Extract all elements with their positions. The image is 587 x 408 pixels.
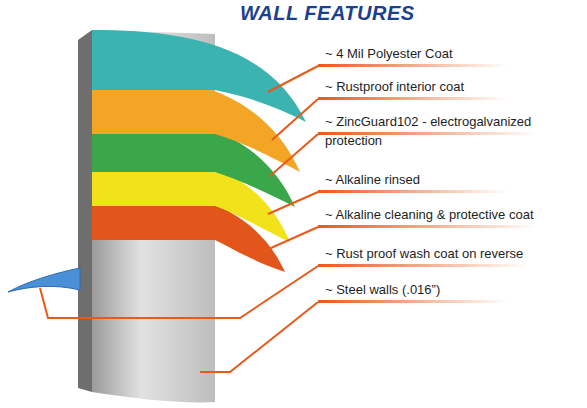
label-underline [318, 264, 528, 267]
title: WALL FEATURES [240, 2, 415, 25]
leader-line [200, 302, 318, 372]
label-underline [318, 190, 508, 193]
layer-label: ~ Alkaline rinsed [325, 170, 420, 189]
wall-edge [78, 30, 92, 392]
layer-label: ~ Rust proof wash coat on reverse [325, 244, 523, 263]
leader-line [262, 227, 318, 252]
leader-line [272, 99, 318, 140]
layer-label: ~ Alkaline cleaning & protective coat [325, 205, 534, 224]
leader-line [270, 134, 318, 176]
label-underline [318, 225, 538, 228]
teal-layer [92, 30, 306, 122]
leader-line [268, 66, 318, 92]
layer-label: ~ 4 Mil Polyester Coat [325, 44, 453, 63]
label-underline [318, 97, 508, 100]
layer-label: ~ Steel walls (.016”) [325, 280, 440, 299]
layer-label: ~ Rustproof interior coat [325, 77, 464, 96]
label-underline [318, 300, 508, 303]
leader-line [40, 266, 318, 318]
label-underline [318, 64, 508, 67]
leader-line [268, 192, 318, 214]
reverse-coat-layer [8, 268, 80, 292]
layer-label: ~ ZincGuard102 - electrogalvanized prote… [325, 112, 560, 150]
